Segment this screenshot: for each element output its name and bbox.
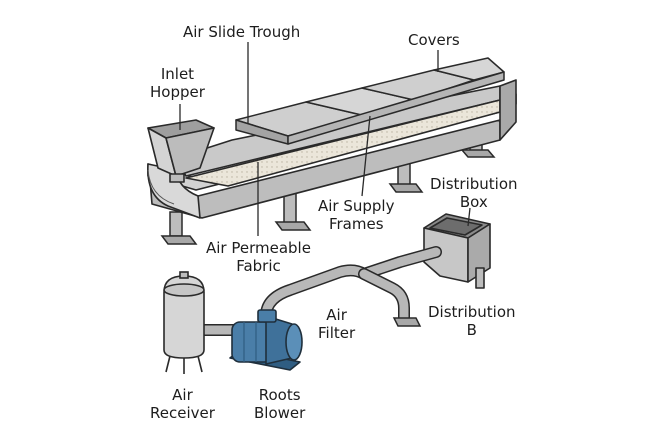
support-leg-2 — [274, 189, 312, 231]
inlet-hopper — [147, 119, 215, 183]
label-covers: Covers — [408, 31, 460, 49]
hopper-side — [165, 127, 215, 177]
leader-distribution-box — [467, 207, 471, 227]
air-receiver-text-line1: Air — [172, 386, 193, 404]
air-filter-text-line1: Air — [326, 306, 347, 324]
trough-right-end — [499, 79, 517, 141]
distribution-box-leg — [475, 267, 485, 289]
distribution-b-text-line1: Distribution — [428, 303, 516, 321]
air-supply-frames-text-line2: Frames — [328, 215, 384, 233]
air-permeable-fabric-text-line2: Fabric — [236, 257, 281, 275]
air-permeable-fabric-text-line1: Air Permeable — [206, 239, 311, 257]
air-slide-trough-text: Air Slide Trough — [183, 23, 301, 41]
covers-text: Covers — [408, 31, 460, 49]
leader-lines — [179, 42, 471, 236]
air-receiver-tank — [163, 275, 205, 359]
support-leg-1 — [160, 211, 198, 245]
label-air-permeable-fabric: Air Permeable Fabric — [206, 239, 311, 275]
air-receiver-text-line2: Receiver — [150, 404, 215, 422]
inlet-hopper-text-line2: Hopper — [150, 83, 205, 101]
label-roots-blower: Roots Blower — [254, 386, 305, 422]
label-air-filter: Air Filter — [318, 306, 355, 342]
trough-covers — [235, 57, 505, 145]
label-distribution-box: Distribution Box — [430, 175, 518, 211]
air-receiver — [163, 271, 205, 374]
air-filter-text-line2: Filter — [318, 324, 356, 342]
air-supply-frames-text-line1: Air Supply — [318, 197, 395, 215]
roots-blower-text-line1: Roots — [258, 386, 301, 404]
label-air-receiver: Air Receiver — [150, 386, 215, 422]
roots-blower-text-line2: Blower — [254, 404, 306, 422]
label-distribution-b: Distribution B — [428, 303, 516, 339]
distribution-box-text-line2: Box — [459, 193, 488, 211]
label-air-slide-trough: Air Slide Trough — [183, 23, 300, 41]
roots-blower — [229, 309, 303, 371]
distribution-box — [423, 213, 491, 289]
label-inlet-hopper: Inlet Hopper — [150, 65, 205, 101]
label-air-supply-frames: Air Supply Frames — [318, 197, 394, 233]
leader-air-supply-frames — [361, 115, 371, 197]
pipe-support — [392, 317, 422, 327]
distribution-box-text-line1: Distribution — [430, 175, 518, 193]
inlet-hopper-text-line1: Inlet — [160, 65, 195, 83]
distribution-b-text-line2: B — [466, 321, 477, 339]
cover-panel-front-strip — [287, 71, 505, 145]
